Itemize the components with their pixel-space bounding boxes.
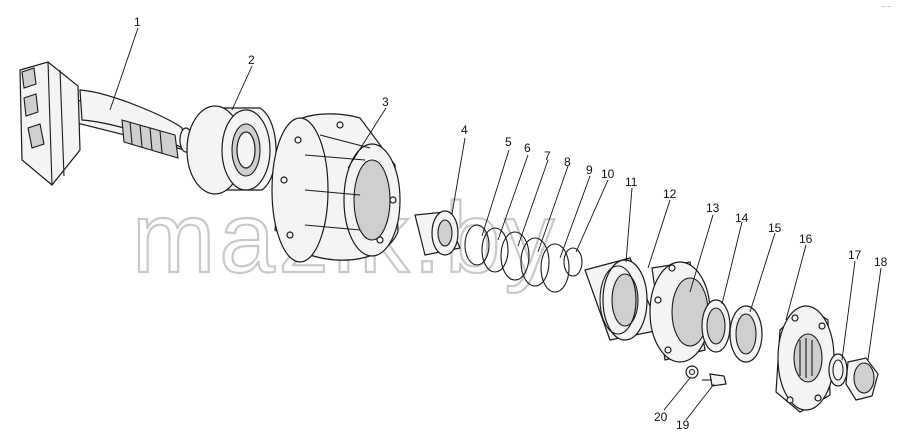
parts-5-10-rings [464,224,583,293]
part-3-housing [271,113,401,263]
callout-4: 4 [461,123,468,137]
callout-labels: 1 2 3 4 5 6 7 8 9 10 11 12 13 14 15 16 1… [134,15,888,432]
part-17-washer [828,353,848,387]
callout-5: 5 [505,135,512,149]
callout-12: 12 [663,187,677,201]
callout-14: 14 [735,211,749,225]
parts-19-20-fasteners [685,365,727,387]
callout-15: 15 [768,221,782,235]
part-2-bearing [186,105,277,195]
part-1-pinion-shaft [19,61,193,186]
callout-18: 18 [874,255,888,269]
callout-16: 16 [799,232,813,246]
leader-lines [109,27,882,421]
corner-mark: -- -- [882,4,891,10]
callout-3: 3 [382,95,389,109]
callout-13: 13 [706,201,720,215]
callout-11: 11 [625,175,638,189]
callout-6: 6 [524,141,531,155]
callout-17: 17 [848,248,862,262]
callout-20: 20 [654,410,668,424]
part-18-nut [845,357,879,401]
callout-2: 2 [248,53,255,67]
callout-1: 1 [134,15,141,29]
callout-9: 9 [586,163,593,177]
callout-19: 19 [676,418,690,432]
part-13-bearing-cap [649,261,711,363]
callout-7: 7 [544,149,551,163]
part-4-bushing [414,210,461,256]
callout-8: 8 [564,155,571,169]
parts-14-15-rings [701,299,763,363]
callout-10: 10 [601,167,615,181]
part-16-flange [775,305,835,413]
part-11-12-cover [584,257,661,341]
